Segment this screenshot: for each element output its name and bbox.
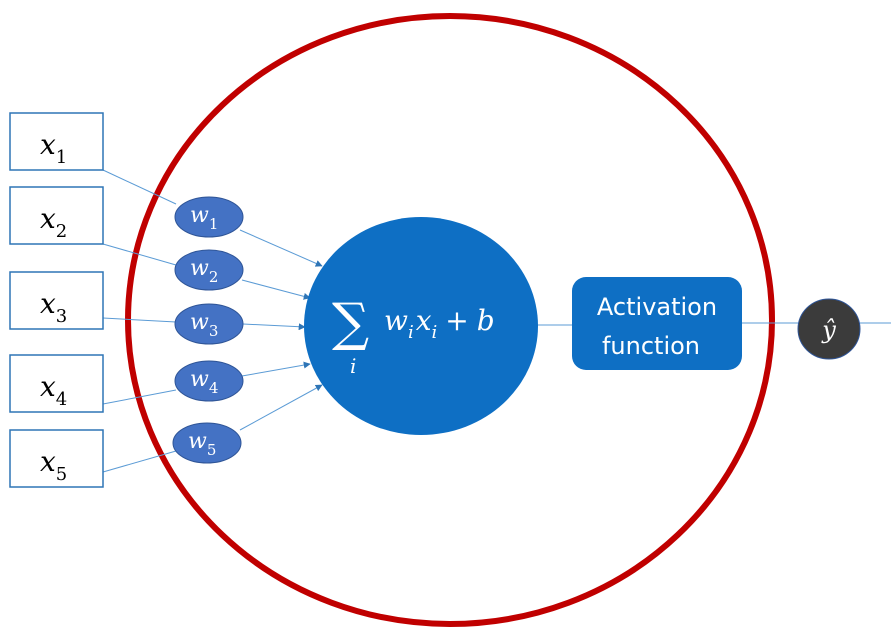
weight-arrows: [239, 229, 323, 431]
svg-text:x2: x2: [40, 202, 67, 242]
weight-w3-base: w: [190, 310, 209, 335]
summation-weight: w: [384, 304, 408, 337]
input-box-x4: x4: [9, 354, 104, 413]
summation-node: ∑ i wixi+b: [304, 217, 538, 435]
input-x2-sub: 2: [56, 221, 67, 242]
output-node: ŷ: [797, 298, 861, 360]
connector-x4-w4: [102, 389, 177, 405]
summation-index: i: [350, 354, 356, 378]
weight-w3-sub: 3: [209, 322, 219, 340]
input-x4-base: x: [40, 370, 56, 403]
input-x4-sub: 4: [56, 389, 67, 410]
weight-w4-base: w: [190, 367, 209, 392]
activation-label-line2: function: [602, 332, 700, 360]
summation-weight-sub: i: [408, 322, 414, 343]
input-connectors: [102, 169, 177, 473]
input-x5-base: x: [40, 445, 56, 478]
arrow-w1-sum: [239, 229, 323, 267]
connector-x2-w2: [102, 243, 177, 266]
weight-node-w2: w2: [174, 249, 244, 291]
input-boxes: x1 x2 x3 x4 x5: [9, 112, 104, 488]
svg-text:w5: w5: [188, 429, 216, 459]
arrow-w5-sum: [239, 384, 323, 431]
weight-w2-sub: 2: [209, 268, 219, 286]
weight-w1-sub: 1: [209, 215, 219, 233]
svg-text:x4: x4: [40, 370, 67, 410]
svg-text:w4: w4: [190, 367, 218, 397]
weight-node-w4: w4: [174, 360, 244, 402]
connector-x1-w1: [102, 169, 177, 205]
weight-nodes: w1 w2 w3 w4 w5: [172, 196, 244, 464]
weight-w5-base: w: [188, 429, 207, 454]
output-symbol: ŷ: [821, 316, 836, 344]
input-x5-sub: 5: [56, 464, 67, 485]
activation-function-box: Activation function: [572, 277, 742, 370]
input-x3-base: x: [40, 287, 56, 320]
neuron-boundary-circle: [125, 13, 775, 627]
summation-input-sub: i: [432, 322, 438, 343]
summation-bias: b: [477, 304, 495, 337]
input-box-x2: x2: [9, 186, 104, 245]
connector-x3-w3: [102, 317, 177, 323]
weight-w2-base: w: [190, 256, 209, 281]
weight-node-w1: w1: [174, 196, 244, 238]
input-x2-base: x: [40, 202, 56, 235]
activation-label-line1: Activation: [597, 293, 717, 321]
input-box-x3: x3: [9, 271, 104, 330]
weight-w5-sub: 5: [207, 441, 217, 459]
summation-input: x: [416, 304, 432, 337]
arrow-w4-sum: [241, 361, 311, 377]
svg-text:x1: x1: [40, 128, 67, 168]
weight-node-w5: w5: [172, 422, 242, 464]
arrow-w2-sum: [241, 279, 311, 300]
weight-w1-base: w: [190, 203, 209, 228]
svg-text:x5: x5: [40, 445, 67, 485]
arrow-w3-sum: [242, 323, 306, 331]
summation-plus: +: [445, 304, 468, 337]
svg-text:x3: x3: [40, 287, 67, 327]
connector-x5-w5: [102, 450, 177, 473]
svg-text:w3: w3: [190, 310, 218, 340]
svg-text:w1: w1: [190, 203, 218, 233]
input-x1-sub: 1: [56, 147, 67, 168]
svg-text:wixi+b: wixi+b: [384, 304, 495, 343]
input-x1-base: x: [40, 128, 56, 161]
svg-text:w2: w2: [190, 256, 218, 286]
input-x3-sub: 3: [56, 306, 67, 327]
summation-sigma: ∑: [332, 293, 369, 353]
weight-w4-sub: 4: [209, 379, 219, 397]
input-box-x5: x5: [9, 429, 104, 488]
weight-node-w3: w3: [174, 303, 244, 345]
input-box-x1: x1: [9, 112, 104, 171]
